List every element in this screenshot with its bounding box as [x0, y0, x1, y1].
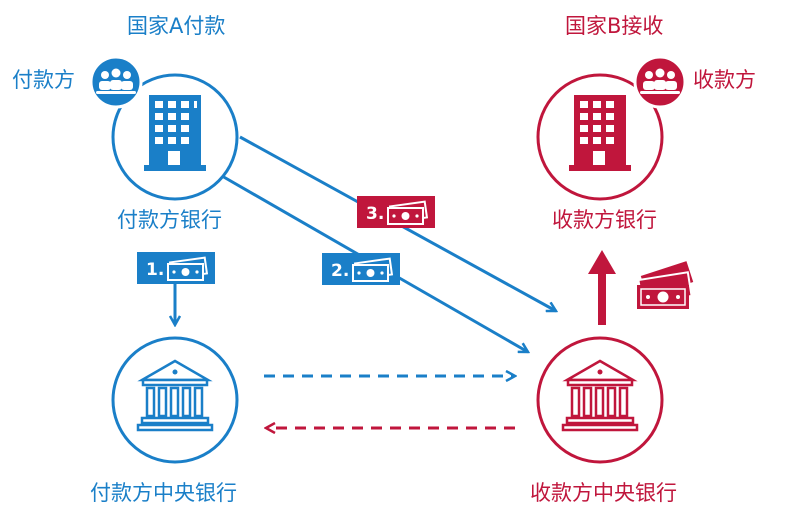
central-bank-icon	[561, 359, 639, 432]
payee-central-bank-node	[536, 336, 664, 464]
step3-badge: 3.	[357, 196, 435, 228]
country-b-header: 国家B接收	[565, 14, 664, 38]
money-icon	[387, 200, 429, 225]
payee-group-icon	[633, 55, 687, 109]
money-icon	[167, 256, 209, 281]
payer-central-bank-label: 付款方中央银行	[90, 481, 237, 505]
country-a-header: 国家A付款	[127, 14, 226, 38]
step1-badge: 1.	[137, 252, 215, 284]
building-icon	[144, 95, 206, 171]
central-bank-icon	[136, 359, 214, 432]
payer-label: 付款方	[12, 68, 75, 92]
money-stack-icon	[637, 258, 696, 309]
payer-central-bank-node	[111, 336, 239, 464]
building-icon	[569, 95, 631, 171]
up-arrow-to-payee-bank	[588, 250, 616, 325]
money-icon	[352, 257, 394, 282]
step2-number: 2.	[331, 261, 349, 281]
payer-group-icon	[89, 55, 143, 109]
payee-bank-label: 收款方银行	[552, 208, 657, 232]
step2-badge: 2.	[322, 253, 400, 285]
step1-number: 1.	[146, 260, 164, 280]
payee-central-bank-label: 收款方中央银行	[530, 481, 677, 505]
payer-bank-node	[111, 73, 239, 201]
payee-label: 收款方	[693, 68, 756, 92]
payer-bank-label: 付款方银行	[117, 208, 222, 232]
step3-number: 3.	[366, 204, 384, 224]
payee-bank-node	[536, 73, 664, 201]
